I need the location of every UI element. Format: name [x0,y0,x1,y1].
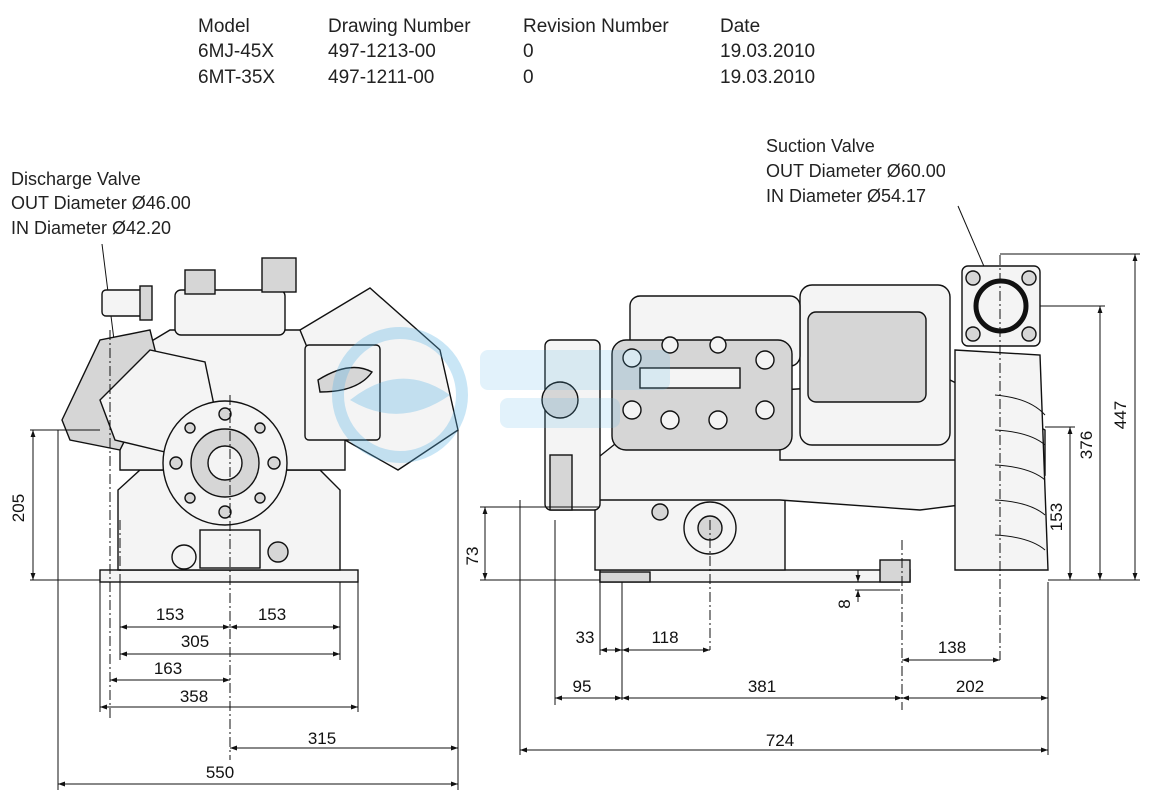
dim-front-153-right: 153 [258,605,286,624]
header-date: Date [720,16,760,37]
dim-side-153: 153 [1047,503,1066,531]
side-head-bolts [622,336,775,430]
side-rear-fins [994,394,1046,551]
side-rear-cover [954,349,1049,571]
front-base-plate [99,569,359,583]
suction-flange-bolts [965,270,1037,342]
dim-front-358: 358 [180,687,208,706]
dim-side-724: 724 [766,731,794,750]
watermark-ring [332,327,468,463]
dim-side-33: 33 [576,628,595,647]
side-oil-pump-base [549,454,573,511]
side-view-compressor [541,265,1049,583]
watermark-wordmark-lower [500,398,620,428]
front-view-compressor [61,257,459,583]
discharge-in-diameter: IN Diameter Ø42.20 [11,218,171,238]
front-drain-plug [171,544,197,570]
side-oil-pump-cover [541,381,579,419]
side-terminal-box-lid [807,311,927,403]
suction-in-diameter: IN Diameter Ø54.17 [766,186,926,206]
table-cell: 19.03.2010 [720,41,815,62]
side-brand-plate [639,367,741,389]
header-model: Model [198,16,250,37]
table-cell: 19.03.2010 [720,67,815,88]
front-disc-bolts [169,407,281,519]
suction-valve-title: Suction Valve [766,136,875,156]
side-rear-foot [879,559,911,583]
table-cell: 497-1211-00 [328,67,434,88]
dim-side-8: 8 [835,599,854,608]
front-top-port-right [261,257,297,293]
table-cell: 6MT-35X [198,67,275,88]
discharge-valve-callout: Discharge Valve OUT Diameter Ø46.00 IN D… [11,169,191,341]
discharge-flange [139,285,153,321]
dim-front-305: 305 [181,632,209,651]
table-cell: 0 [523,41,534,62]
suction-valve-port [973,278,1029,334]
header-drawing-number: Drawing Number [328,16,471,37]
revision-table: Model Drawing Number Revision Number Dat… [198,16,815,88]
dim-front-163: 163 [154,659,182,678]
dim-front-205: 205 [9,494,28,522]
side-dimensions: 73 8 447 376 153 33 118 138 95 [463,253,1140,755]
dim-side-138: 138 [938,638,966,657]
front-dimensions: 205 153 153 305 163 358 315 550 [9,429,459,790]
front-cover-slot [317,366,374,393]
front-sight-glass [267,541,289,563]
front-shaft-center [207,445,243,481]
watermark-wordmark-upper [480,350,670,390]
side-sight-plug [651,503,669,521]
watermark-logo [332,327,670,463]
dim-front-153-left: 153 [156,605,184,624]
front-top-head [174,289,286,336]
front-top-port-left [184,269,216,295]
dim-side-73: 73 [463,547,482,566]
table-cell: 497-1213-00 [328,41,436,62]
header-revision-number: Revision Number [523,16,669,37]
dim-side-381: 381 [748,677,776,696]
discharge-out-diameter: OUT Diameter Ø46.00 [11,193,191,213]
dim-side-376: 376 [1077,431,1096,459]
dim-front-550: 550 [206,763,234,782]
side-view-centerlines [709,255,1001,710]
discharge-valve-title: Discharge Valve [11,169,141,189]
suction-out-diameter: OUT Diameter Ø60.00 [766,161,946,181]
dim-side-447: 447 [1111,401,1130,429]
dim-side-95: 95 [573,677,592,696]
dim-side-118: 118 [651,628,678,647]
table-cell: 6MJ-45X [198,41,274,62]
side-front-foot [599,571,651,583]
suction-valve-callout: Suction Valve OUT Diameter Ø60.00 IN Dia… [766,136,996,293]
dim-side-202: 202 [956,677,984,696]
dim-front-315: 315 [308,729,336,748]
table-cell: 0 [523,67,534,88]
watermark-swoosh [350,378,450,414]
